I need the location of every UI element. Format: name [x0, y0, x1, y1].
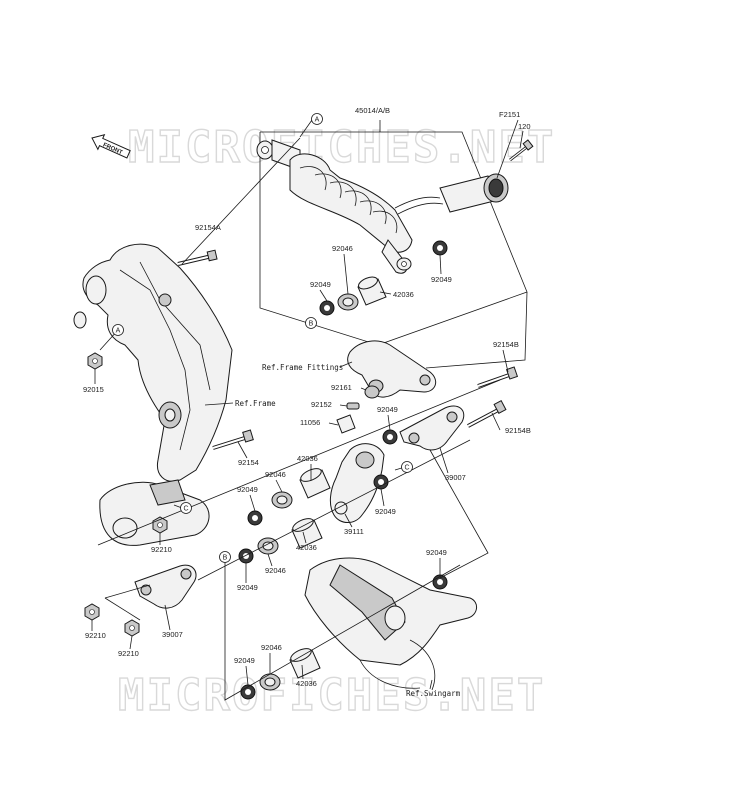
swingarm	[304, 557, 477, 691]
svg-text:B: B	[309, 321, 314, 328]
label-11056: 11056	[300, 418, 320, 427]
callout-b-top: B	[305, 317, 317, 329]
part-labels: 45014/A/B F2151 120 92154A 92046 92049 4…	[83, 106, 531, 698]
label-92049-mid: 92049	[377, 405, 398, 414]
label-ref-frame: Ref.Frame	[235, 399, 276, 408]
callout-a-top: A	[311, 113, 323, 125]
label-42036-mid: 42036	[297, 454, 318, 463]
bushing-92046-lower	[257, 537, 279, 555]
label-92046-top: 92046	[332, 244, 353, 253]
shock-group-outline	[259, 131, 528, 346]
seal-92049-rocker-right	[373, 474, 389, 490]
label-92161: 92161	[331, 383, 352, 392]
collar-42036-mid	[299, 468, 331, 499]
front-arrow-icon: FRONT	[91, 134, 131, 159]
bolt-92154	[212, 429, 254, 450]
collar-92161	[364, 385, 380, 399]
rocker-arm-39111	[329, 443, 385, 523]
label-42036-bottom: 42036	[296, 679, 317, 688]
label-39007-left: 39007	[162, 630, 183, 639]
watermark-top: MICROFICHES.NET	[128, 122, 555, 173]
shock-reservoir	[394, 173, 509, 215]
label-92049-top-left: 92049	[310, 280, 331, 289]
bolt-120	[509, 139, 534, 162]
collar-42036-top	[357, 276, 387, 306]
label-92210-left: 92210	[85, 631, 106, 640]
bolt-92154B-right	[467, 400, 507, 428]
label-ref-frame-fittings: Ref.Frame Fittings	[262, 363, 343, 372]
bushing-92046-top	[337, 293, 359, 311]
label-39007-right: 39007	[445, 473, 466, 482]
seal-92049-right-top	[432, 240, 448, 256]
label-92154B-top: 92154B	[493, 340, 519, 349]
callout-b-left: B	[219, 551, 231, 563]
label-120: 120	[518, 122, 531, 131]
label-92049-mid-left: 92049	[237, 485, 258, 494]
tie-rod-39007-right	[399, 405, 465, 451]
callout-c-left: C	[180, 502, 192, 514]
label-45014: 45014/A/B	[355, 106, 390, 115]
bushing-92046-mid	[271, 491, 293, 509]
label-92049-swingarm: 92049	[426, 548, 447, 557]
label-92154A: 92154A	[195, 223, 221, 232]
frame-lower	[99, 479, 210, 546]
label-42036-top: 42036	[393, 290, 414, 299]
label-ref-swingarm: Ref.Swingarm	[406, 689, 461, 698]
rear-shock-absorber	[256, 139, 413, 274]
grease-nipple-92152	[346, 402, 360, 410]
label-92049-top-right: 92049	[431, 275, 452, 284]
svg-text:C: C	[404, 465, 409, 472]
seal-92049-lower-left	[238, 548, 254, 564]
label-92046-lower: 92046	[265, 566, 286, 575]
svg-text:C: C	[183, 506, 188, 513]
label-42036-lower: 42036	[296, 543, 317, 552]
svg-text:A: A	[315, 117, 320, 124]
label-92154B-right: 92154B	[505, 426, 531, 435]
label-92210-center: 92210	[118, 649, 139, 658]
label-92046-mid: 92046	[265, 470, 286, 479]
nut-92210-center	[124, 619, 140, 637]
seal-92049-mid-left	[247, 510, 263, 526]
bushing-92046-bottom	[259, 673, 281, 691]
label-92152: 92152	[311, 400, 332, 409]
label-39111: 39111	[344, 527, 364, 536]
seal-92049-swingarm	[432, 574, 448, 590]
svg-text:A: A	[116, 328, 121, 335]
nut-92015	[87, 352, 103, 370]
label-92046-bottom: 92046	[261, 643, 282, 652]
bracket-11056	[336, 414, 356, 434]
label-leaders	[91, 119, 524, 690]
label-92049-lower-left: 92049	[237, 583, 258, 592]
label-92210-upper: 92210	[151, 545, 172, 554]
callout-c-right: C	[401, 461, 413, 473]
bolt-92154B-top	[477, 366, 519, 388]
frame-fittings-bracket	[347, 340, 437, 398]
tie-rod-39007-left	[134, 564, 197, 609]
label-92154: 92154	[238, 458, 259, 467]
seal-92049-right-mid	[382, 429, 398, 445]
assembly-lines	[97, 119, 528, 701]
label-F2151: F2151	[499, 110, 520, 119]
label-92049-bottom: 92049	[234, 656, 255, 665]
nut-92210-left	[84, 603, 100, 621]
collar-42036-bottom	[289, 648, 321, 679]
seal-92049-left-top	[319, 300, 335, 316]
label-92015: 92015	[83, 385, 104, 394]
svg-text:B: B	[223, 555, 228, 562]
frame	[73, 243, 233, 482]
label-92049-rocker: 92049	[375, 507, 396, 516]
watermark-bottom: MICROFICHES.NET	[118, 670, 545, 721]
callout-a-frame: A	[112, 324, 124, 336]
